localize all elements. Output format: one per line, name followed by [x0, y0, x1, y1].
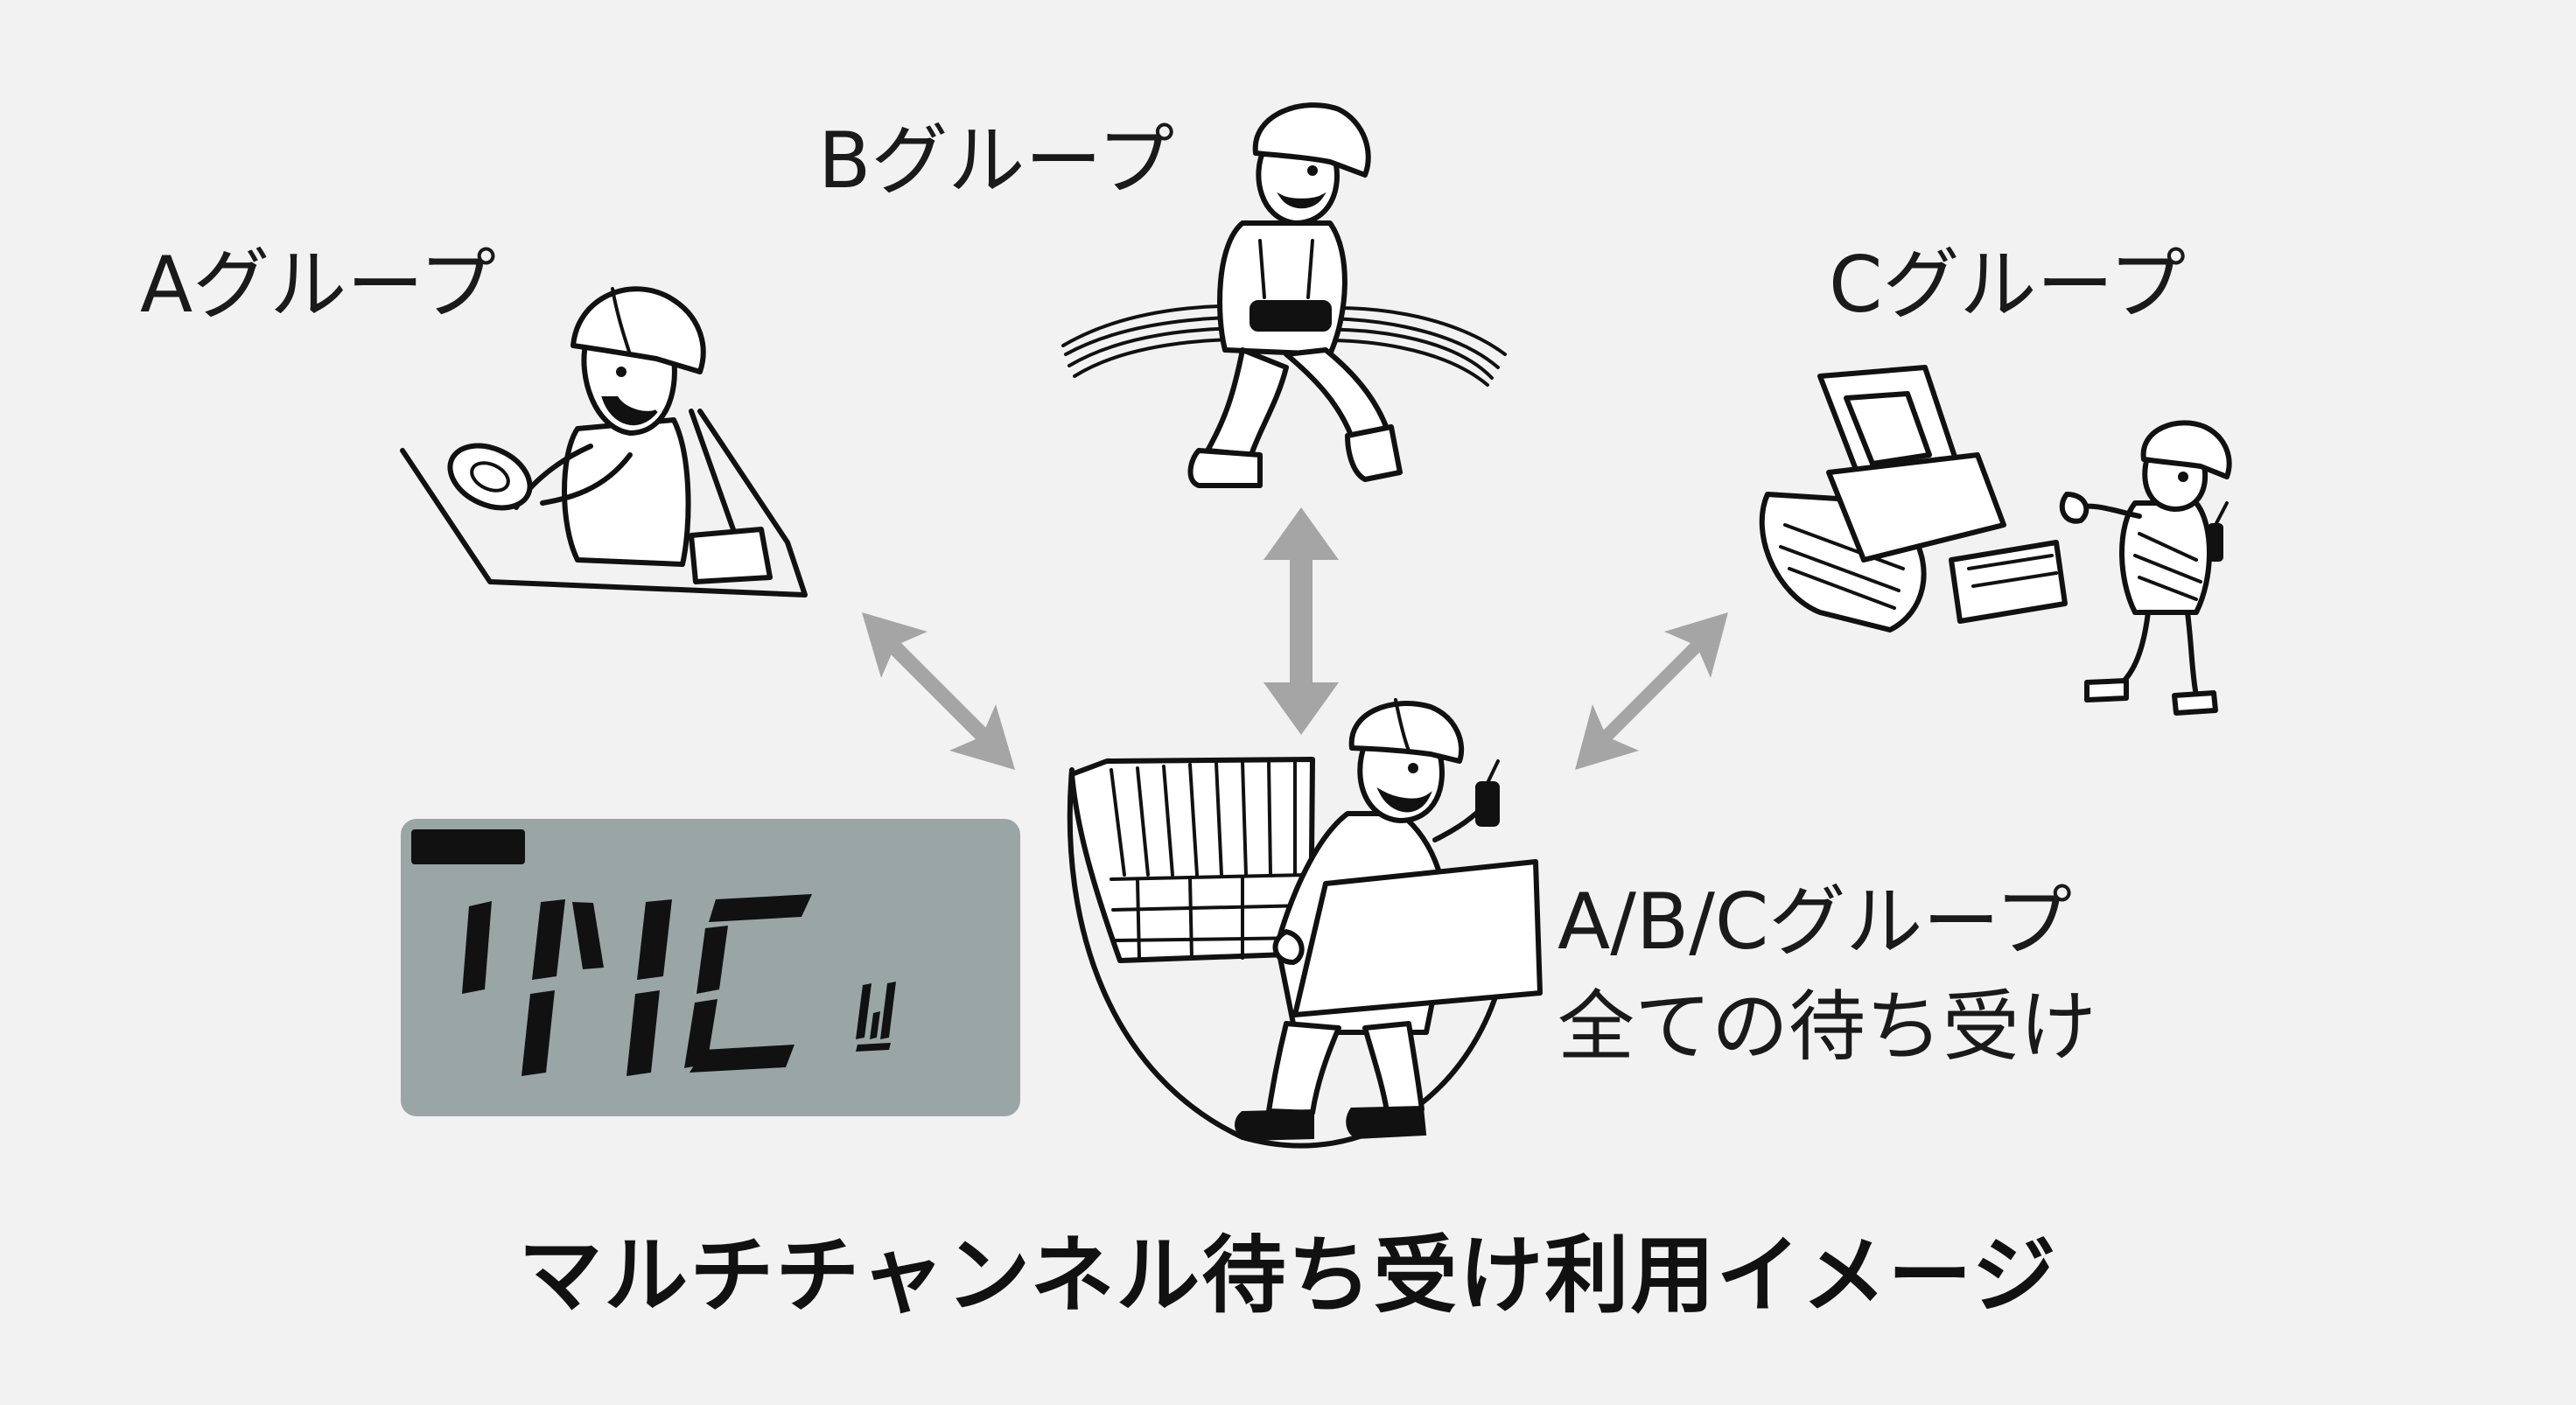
arrow-c-to-center — [1575, 612, 1728, 770]
excavator-with-worker-icon — [1759, 365, 2232, 716]
lcd-sub-glyph — [856, 982, 896, 1052]
arrow-b-to-center — [1264, 507, 1339, 735]
group-c-label: Cグループ — [1829, 240, 2187, 330]
lcd-segments — [411, 829, 896, 1076]
diagram-caption: マルチチャンネル待ち受け利用イメージ — [518, 1227, 2058, 1325]
leader-with-radio-icon — [1067, 698, 1543, 1149]
group-abc-label: A/B/Cグループ — [1558, 877, 2073, 967]
lcd-left-segment — [462, 901, 492, 994]
arrow-a-to-center — [862, 612, 1015, 770]
cable-worker-figure-icon — [1061, 102, 1507, 488]
standby-all-label: 全ての待ち受け — [1558, 982, 2097, 1072]
lcd-display — [401, 819, 1020, 1116]
lcd-letter-c — [684, 894, 812, 1073]
lcd-letter-m — [522, 899, 672, 1076]
group-b-label: Bグループ — [818, 115, 1175, 206]
lcd-indicator-bar — [411, 829, 525, 864]
group-a-label: Aグループ — [140, 240, 496, 330]
driver-figure-icon — [400, 286, 808, 598]
